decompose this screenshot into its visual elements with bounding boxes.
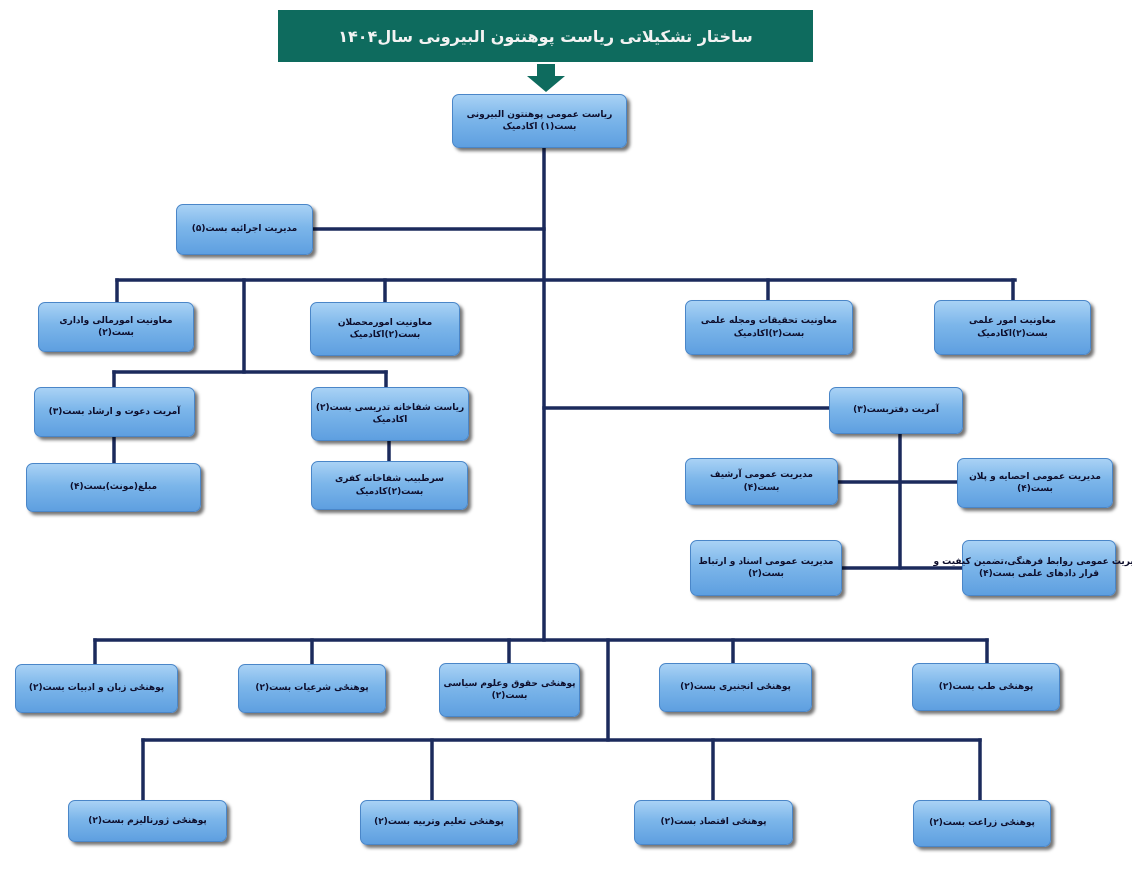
org-node-label: معاونیت تحقیقات ومجله علمی [700,316,838,327]
org-node-agriculture: پوهنځی زراعت بست(۲) [913,800,1051,847]
org-node-label: ریاست شفاخانه تدریسی بست(۲) [315,402,465,413]
org-node-hospital: ریاست شفاخانه تدریسی بست(۲) اکادمیک [311,387,469,441]
org-node-label: مدیریت عمومی احصایه و پلان [969,471,1101,482]
org-node-label: پوهنځی انجنیری بست(۲) [680,682,791,693]
org-node-label: بست(۲) [98,328,134,338]
org-node-mubaligh: مبلغ(مونث)بست(۴) [26,463,201,512]
org-node-education: پوهنځی تعلیم وتربیه بست(۲) [360,800,518,845]
org-node-label: مبلغ(مونث)بست(۴) [69,482,158,493]
org-node-label: مدیریت اجرائیه بست(۵) [191,224,298,235]
org-node-label: معاونیت امور علمی [969,316,1056,327]
org-node-relations: مدیریت عمومی روابط فرهنگی،تضمین کیفیت و ق… [933,540,1132,596]
org-node-label: اکادمیک [372,415,408,425]
org-node-languages: پوهنځی زبان و ادبیات بست(۲) [15,664,178,713]
org-node-label: بست(۲)اکادمیک [349,330,421,340]
org-node-label: بست(۴) [1017,484,1053,494]
org-node-label: مدیریت عمومی روابط فرهنگی،تضمین کیفیت و [933,556,1132,567]
down-arrow-icon [527,64,565,92]
org-node-label: پوهنځی تعلیم وتربیه بست(۲) [374,817,504,828]
org-node-label: معاونیت امورمحصلان [337,317,433,328]
org-node-label: مدیریت عمومی آرشیف [710,470,813,481]
chart-title-banner: ساختار تشکیلاتی ریاست پوهنتون البیرونی س… [278,10,813,62]
org-node-president: ریاست عمومی پوهنتون البیرونی بست(۱) اکادم… [452,94,627,148]
org-node-label: پوهنځی زراعت بست(۲) [929,818,1035,829]
org-node-economics: پوهنځی اقتصاد بست(۲) [634,800,793,845]
org-node-label: قرار دادهای علمی بست(۴) [978,569,1100,579]
org-node-journalism: پوهنځی ژورنالیزم بست(۲) [68,800,227,842]
org-node-finance: معاونیت امورمالی واداری بست(۲) [38,302,194,352]
org-node-label: پوهنځی اقتصاد بست(۲) [660,817,767,828]
org-node-label: پوهنځی زبان و ادبیات بست(۲) [28,683,165,694]
org-node-label: بست(۲) [748,569,784,579]
org-node-label: پوهنځی شرعیات بست(۲) [255,683,369,694]
org-node-label: بست(۲)اکادمیک [977,328,1048,339]
org-node-label: بست(۲)اکادمیک [733,328,805,339]
org-node-documents: مدیریت عمومی اسناد و ارتباط بست(۲) [690,540,842,596]
org-node-executive: مدیریت اجرائیه بست(۵) [176,204,313,255]
org-node-students: معاونیت امورمحصلان بست(۲)اکادمیک [310,302,460,356]
chart-title: ساختار تشکیلاتی ریاست پوهنتون البیرونی س… [338,26,753,46]
org-node-stats: مدیریت عمومی احصایه و پلان بست(۴) [957,458,1113,508]
org-node-label: آمریت دفتربست(۳) [853,405,939,416]
org-node-engineering: پوهنځی انجنیری بست(۲) [659,663,812,712]
org-node-label: ریاست عمومی پوهنتون البیرونی [466,109,613,120]
org-node-office: آمریت دفتربست(۳) [829,387,963,434]
org-node-sharia: پوهنځی شرعیات بست(۲) [238,664,386,713]
org-node-label: پوهنځی ژورنالیزم بست(۲) [88,815,207,826]
org-node-label: مدیریت عمومی اسناد و ارتباط [698,556,834,567]
org-node-medicine: پوهنځی طب بست(۲) [912,663,1060,711]
org-node-label: بست(۲) [491,691,528,701]
org-node-dawat: آمریت دعوت و ارشاد بست(۳) [34,387,195,437]
org-node-law: پوهنځی حقوق وعلوم سیاسی بست(۲) [439,663,580,717]
org-node-label: بست(۲)کادمیک [355,486,424,497]
org-node-label: معاونیت امورمالی واداری [59,315,173,326]
org-node-label: پوهنځی حقوق وعلوم سیاسی [443,678,576,689]
org-node-label: بست(۱) اکادمیک [502,122,577,132]
org-node-label: سرطبیب شفاخانه کفری [334,474,445,485]
org-node-label: آمریت دعوت و ارشاد بست(۳) [48,406,181,417]
org-node-label: پوهنځی طب بست(۲) [938,681,1034,692]
org-node-label: بست(۴) [743,482,780,493]
